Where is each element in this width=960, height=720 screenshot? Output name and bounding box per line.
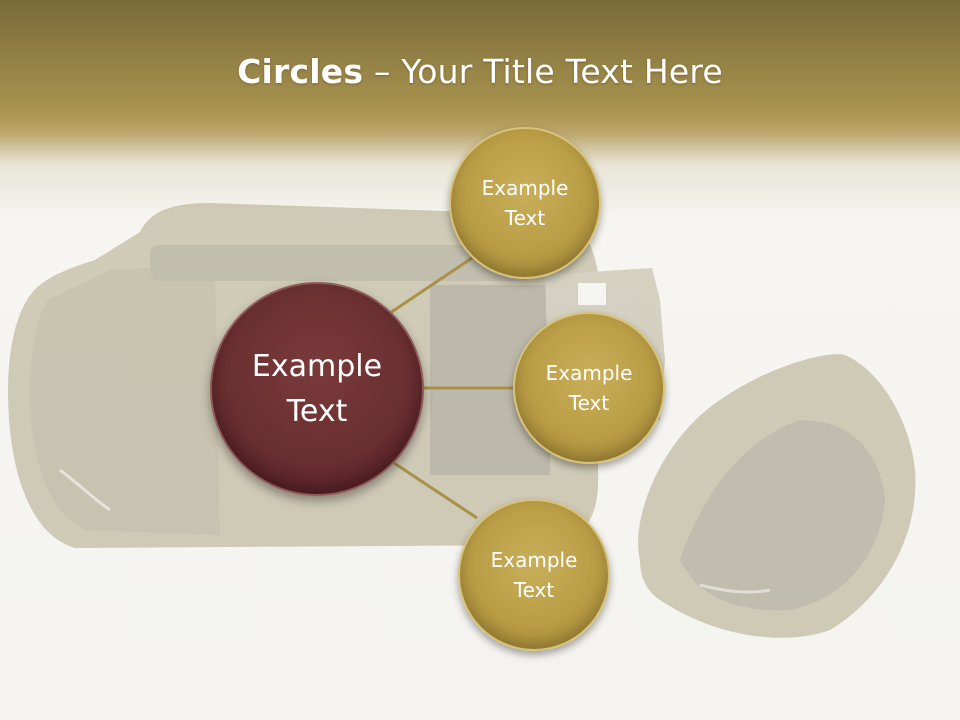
center-circle-label: Example Text: [251, 349, 383, 429]
title-bold: Circles: [237, 52, 364, 91]
satellite-circle-top[interactable]: Example Text: [449, 127, 601, 279]
satellite-circle-bottom[interactable]: Example Text: [458, 499, 610, 651]
slide-title: Circles – Your Title Text Here: [0, 52, 960, 91]
title-rest: – Your Title Text Here: [363, 52, 723, 91]
connector-line-top: [389, 256, 473, 315]
connector-line-bottom: [393, 461, 478, 520]
satellite-circle-middle[interactable]: Example Text: [513, 312, 665, 464]
satellite-circle-label: Example Text: [490, 548, 578, 602]
satellite-circle-label: Example Text: [545, 361, 633, 415]
satellite-circle-label: Example Text: [481, 176, 569, 230]
center-circle[interactable]: Example Text: [210, 282, 424, 496]
